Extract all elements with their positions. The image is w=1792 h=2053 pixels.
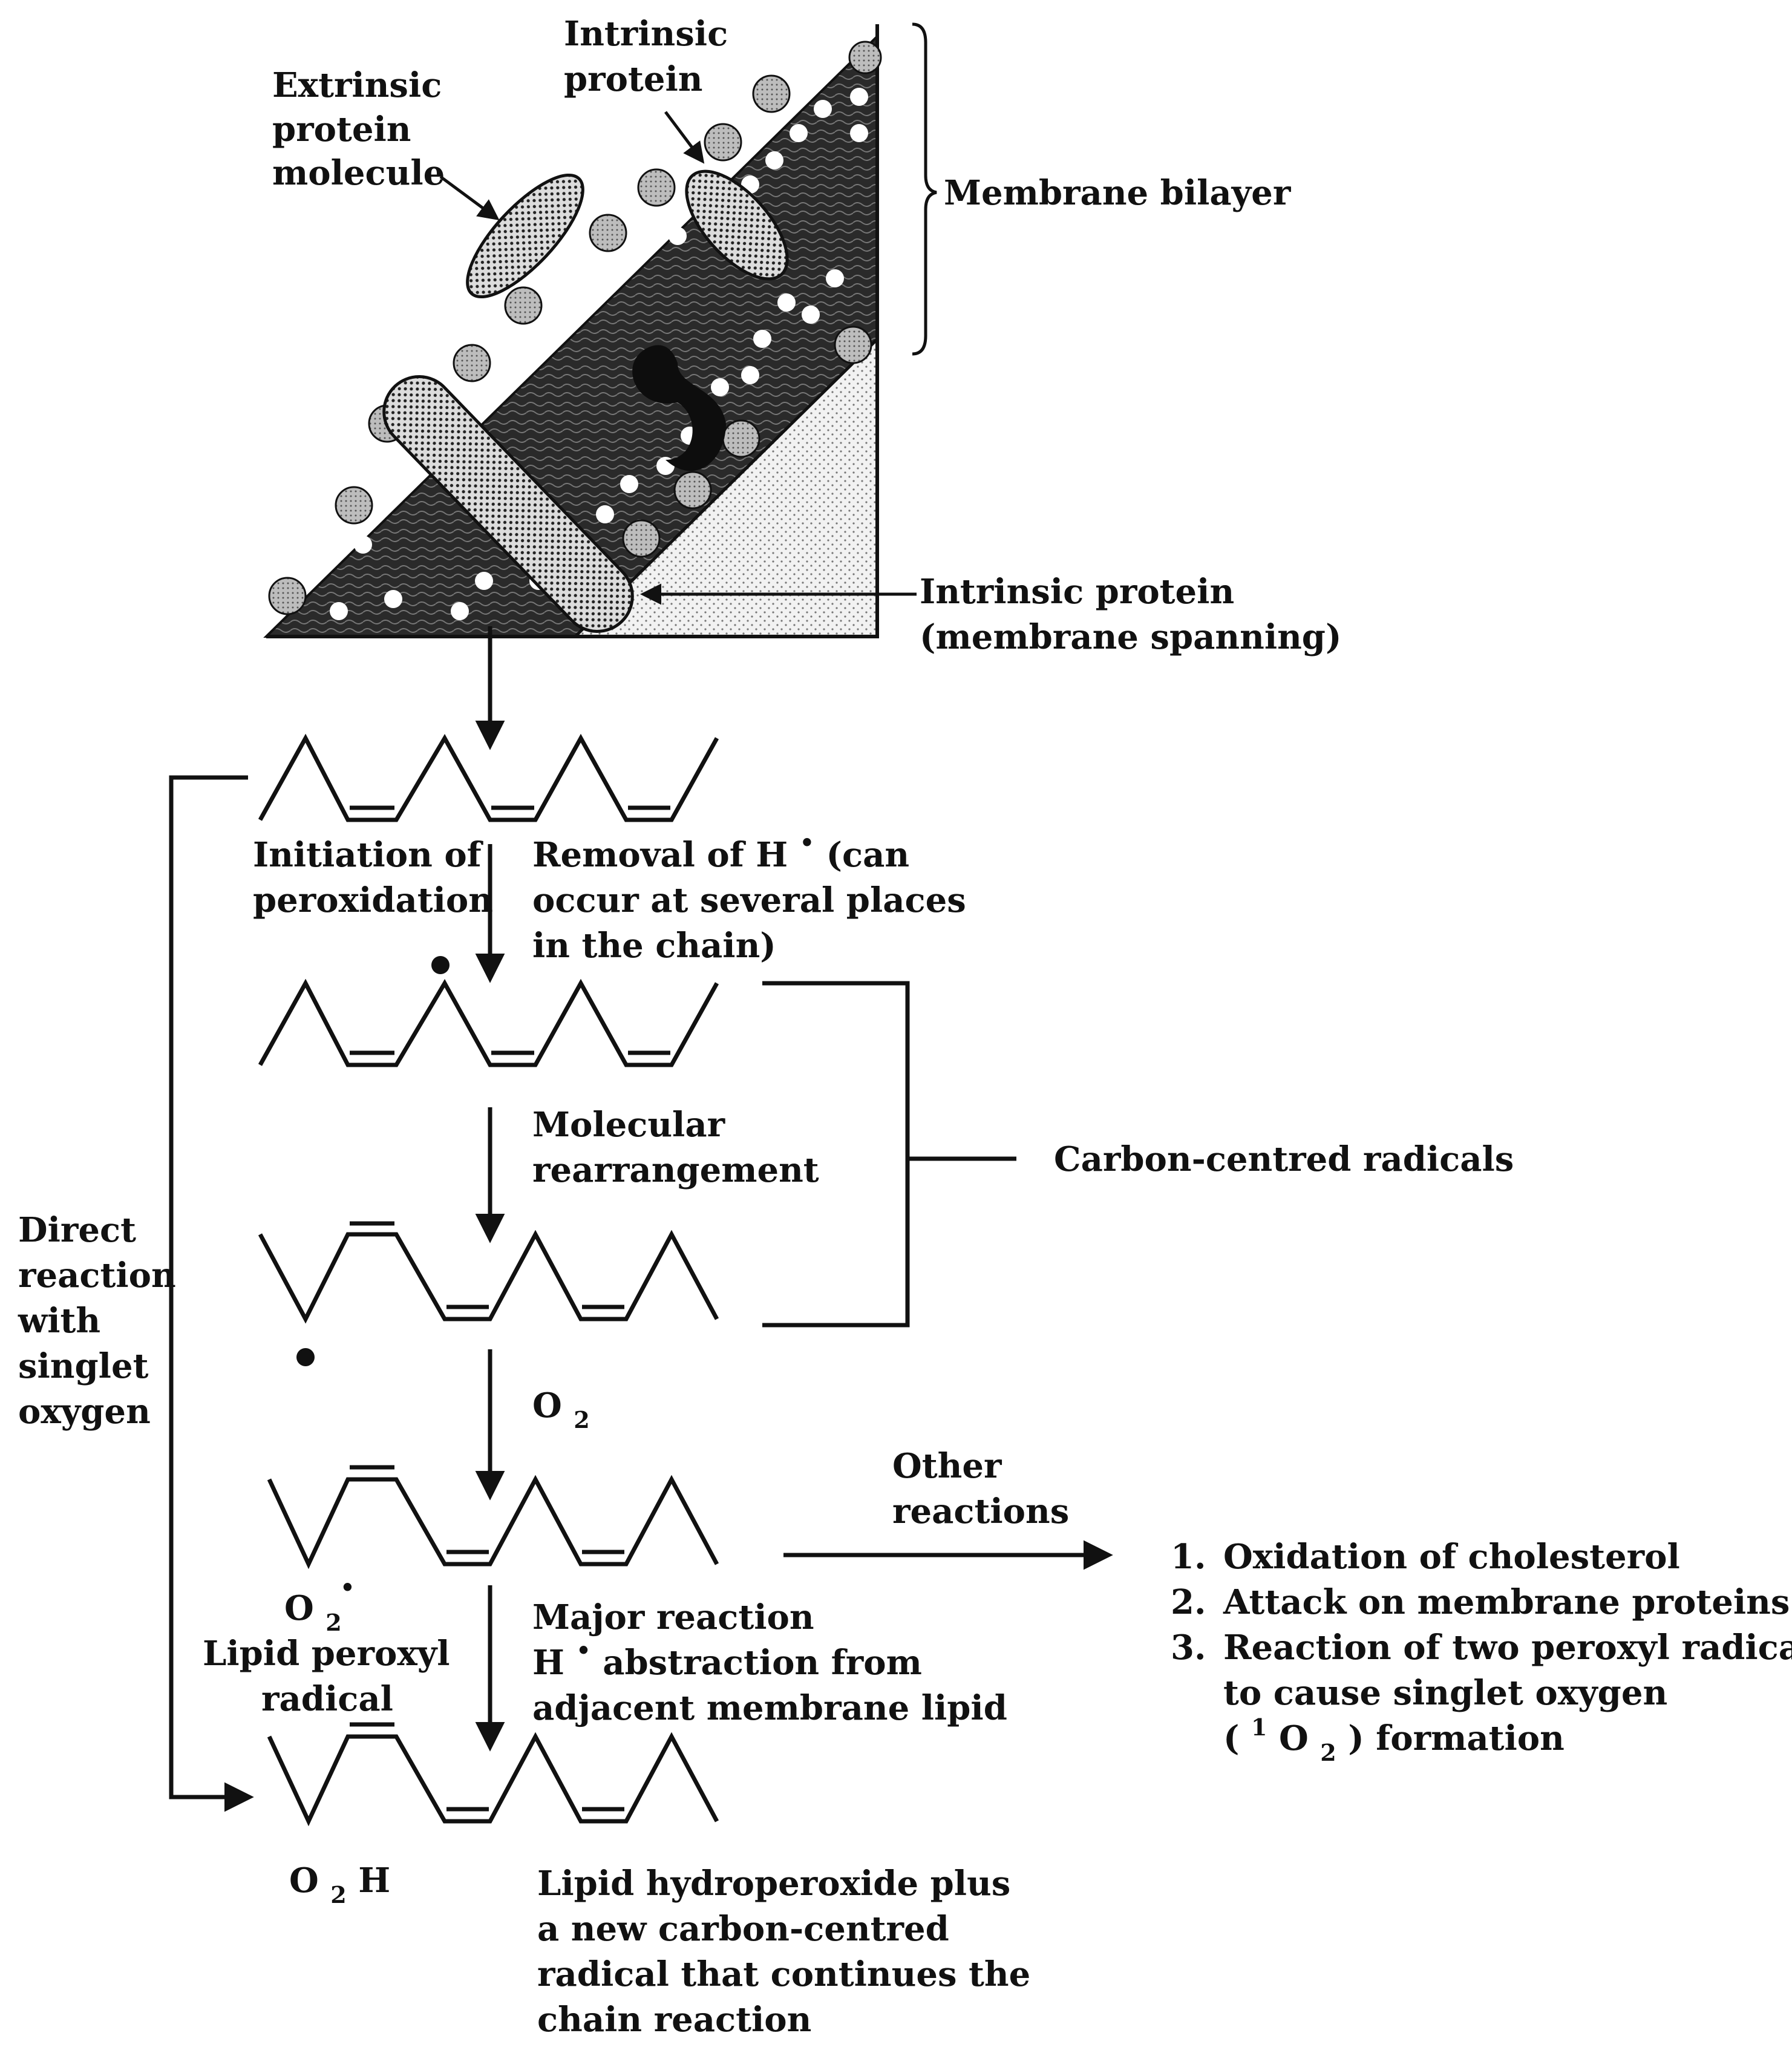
list-item: 2. Attack on membrane proteins [1171, 1582, 1790, 1622]
pathway-labels: Initiation of peroxidation Removal of H … [18, 819, 1514, 2040]
chain-1 [258, 733, 719, 822]
direct-reaction-label: Direct reaction with singlet oxygen [18, 1210, 188, 1432]
bilayer-brace [912, 22, 937, 356]
chain-3 [258, 1221, 719, 1324]
membrane-cholesterol [632, 345, 726, 471]
membrane-bilayer-label: Membrane bilayer [944, 173, 1292, 213]
hydroperoxide-group-label: O 2 H [289, 1861, 390, 1911]
extrinsic-label: Extrinsic protein molecule [272, 65, 454, 193]
chain-4 [267, 1465, 719, 1570]
radical-dot-2 [296, 1348, 315, 1366]
molecular-rearrangement-label: Molecular rearrangement [532, 1105, 819, 1190]
membrane-labels: Extrinsic protein molecule Intrinsic pro… [272, 14, 1341, 657]
pathway-arrows [475, 626, 1113, 1752]
removal-label: Removal of H • (can occur at several pla… [532, 819, 978, 966]
fatty-acid-chains [258, 733, 719, 1827]
intrinsic-arrow [664, 111, 705, 164]
major-reaction-label: Major reaction H • abstraction from adja… [532, 1597, 1007, 1728]
other-reactions-label: Other reactions [892, 1446, 1069, 1531]
final-product-label: Lipid hydroperoxide plus a new carbon-ce… [537, 1864, 1042, 2040]
membrane-illustration [263, 22, 937, 638]
list-item: 1. Oxidation of cholesterol [1171, 1537, 1680, 1577]
other-reactions-list: 1. Oxidation of cholesterol 2. Attack on… [1171, 1537, 1792, 1769]
intrinsic-label: Intrinsic protein [564, 14, 740, 99]
spanning-protein-shape [382, 375, 634, 634]
list-item-continuation: ( 1 O 2 ) formation [1223, 1704, 1565, 1769]
spanning-protein-label: Intrinsic protein (membrane spanning) [920, 572, 1341, 657]
carbon-radicals-bracket [762, 981, 1016, 1328]
list-item: 3. Reaction of two peroxyl radicals [1171, 1628, 1792, 1668]
extrinsic-arrow [439, 175, 500, 221]
peroxyl-radical-label: O 2 • Lipid peroxyl radical [203, 1564, 462, 1719]
carbon-radicals-label: Carbon-centred radicals [1054, 1139, 1514, 1179]
extrinsic-protein-shape [466, 173, 584, 299]
chain-2 [258, 978, 719, 1067]
chain-5 [267, 1722, 719, 1827]
radical-dot-1 [431, 956, 450, 974]
intrinsic-protein-shape [685, 169, 789, 281]
direct-reaction-bracket [169, 775, 254, 1812]
initiation-label: Initiation of peroxidation [253, 835, 493, 920]
membrane-edge [266, 24, 879, 638]
list-item-continuation: to cause singlet oxygen [1223, 1673, 1667, 1713]
oxygen-label: O 2 [532, 1386, 590, 1433]
